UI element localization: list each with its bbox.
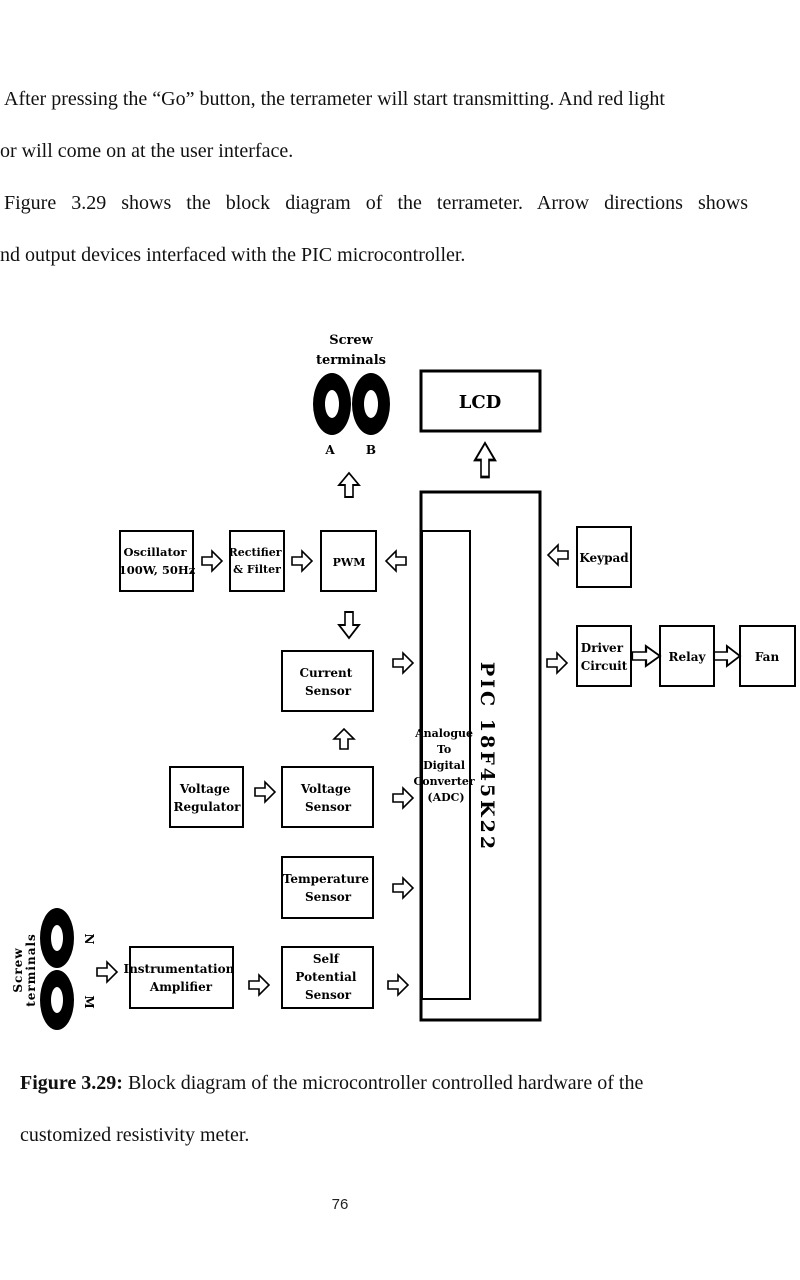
driver-circuit-label: Driver Circuit [581,641,628,673]
terminal-a-label: A [324,443,335,457]
block-diagram: Screw terminals A B LCD Analogue To Digi… [11,333,796,1030]
voltage-regulator-label: Voltage Regulator [174,782,242,814]
fan-label: Fan [755,650,780,664]
paragraph-2-line-1: Figure 3.29 shows the block diagram of t… [4,192,748,214]
arrow-right-icon [392,652,414,674]
keypad-box [576,526,632,588]
terminal-b-label: B [366,443,376,457]
arrow-right-icon [96,961,118,983]
oscillator-label: Oscillator 100W, 50Hz [119,545,196,577]
relay-label: Relay [669,650,707,664]
voltage-sensor-label: Voltage Sensor [300,782,355,814]
arrow-right-icon [392,877,414,899]
rectifier-label: Rectifier & Filter [229,546,286,576]
figure-caption-text: Block diagram of the microcontroller con… [122,1072,644,1094]
figure-caption-label: Figure 3.29: [20,1072,123,1094]
voltage-regulator-box [169,766,244,828]
arrow-down-icon [337,610,361,640]
arrow-up-icon [338,472,360,498]
screw-terminals-left-label-2: terminals [24,933,38,1007]
arrow-right-icon [630,644,662,668]
current-sensor-label: Current Sensor [299,666,356,698]
arrow-right-icon [291,550,313,572]
arrow-up-icon [333,728,355,750]
adc-label: Analogue To Digital Converter (ADC) [414,727,479,804]
keypad-label: Keypad [579,551,629,565]
screw-terminals-top-label-2: terminals [316,353,386,368]
current-sensor-box [281,650,374,712]
terminal-n-label: N [82,934,96,945]
lcd-label: LCD [459,392,502,413]
arrow-right-icon [546,652,568,674]
figure-caption-line-1: Figure 3.29: Block diagram of the microc… [20,1057,760,1109]
figure-caption-line-2: customized resistivity meter. [20,1124,250,1146]
arrow-up-icon [473,441,497,479]
oscillator-box [119,530,194,592]
arrow-right-icon [392,787,414,809]
page-number: 76 [331,1196,349,1213]
pwm-label: PWM [333,556,366,569]
self-potential-sensor-box [281,946,374,1009]
arrow-left-icon [547,544,569,566]
paragraph-1-line-2: or will come on at the user interface. [0,140,294,162]
paragraph-1-line-1: After pressing the “Go” button, the terr… [4,88,665,110]
temperature-sensor-label: Temperature Sensor [283,872,373,904]
arrow-left-icon [385,550,407,572]
instrumentation-amplifier-box [129,946,234,1009]
terminal-m-label: M [82,995,96,1008]
voltage-sensor-box [281,766,374,828]
arrow-right-icon [201,550,223,572]
driver-circuit-box [576,625,632,687]
pic-label: PIC 18F45K22 [476,662,498,852]
screw-terminals-top-label-1: Screw [329,333,373,348]
arrow-right-icon [712,644,742,668]
lcd-box [419,369,542,433]
rectifier-box [229,530,285,592]
screw-terminals-left-label-1: Screw [11,947,25,992]
arrow-right-icon [254,781,276,803]
adc-box [421,530,471,1000]
temperature-sensor-box [281,856,374,919]
instrumentation-amplifier-label: Instrumentation Amplifier [123,962,238,994]
arrow-right-icon [387,974,409,996]
paragraph-2-line-2: nd output devices interfaced with the PI… [0,244,466,266]
pwm-box [320,530,377,592]
self-potential-sensor-label: Self Potential Sensor [295,952,360,1002]
arrow-right-icon [248,974,270,996]
